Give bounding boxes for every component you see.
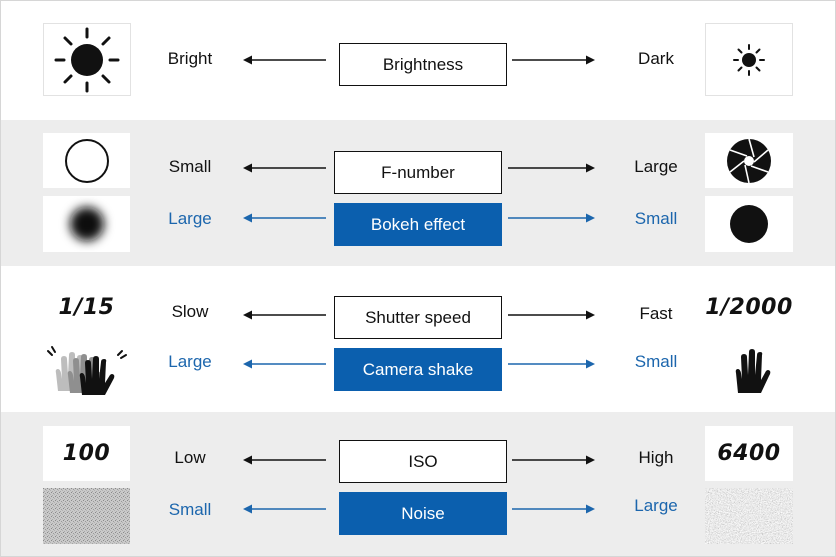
noise-box: Noise: [339, 492, 507, 535]
wide-aperture-tile: [43, 133, 130, 188]
bokeh-right-label: Small: [634, 209, 678, 228]
fnumber-arrows: [243, 163, 595, 173]
noise-right-label: Large: [634, 496, 678, 515]
small-sun-icon: [733, 43, 765, 76]
arrowhead-right-brightness: [586, 55, 595, 65]
shake-left-label: Large: [168, 352, 212, 371]
fnumber-left-label: Small: [168, 157, 212, 176]
noise-arrows: [243, 504, 595, 514]
sharp-dot-icon: [730, 205, 768, 243]
fnumber-box: F-number: [334, 151, 502, 194]
high-iso-value: 6400: [717, 441, 781, 466]
shaking-hand-icon: [46, 346, 127, 395]
shake-right-label: Small: [634, 352, 678, 371]
iso-right-label: High: [638, 448, 674, 467]
fine-grain-noise-icon: [43, 488, 130, 544]
iso-left-label: Low: [174, 448, 206, 467]
large-sun-icon: [54, 27, 120, 92]
coarse-grain-noise-icon: [705, 488, 793, 544]
coarse-noise-tile: [705, 488, 793, 544]
wide-aperture-icon: [64, 138, 109, 183]
bokeh-box: Bokeh effect: [334, 203, 502, 246]
small-sun-tile: [705, 23, 793, 96]
narrow-aperture-tile: [705, 133, 793, 188]
slow-shutter-tile: 1/15: [43, 280, 130, 335]
sharp-dot-tile: [705, 196, 793, 252]
brightness-arrows: [243, 55, 595, 65]
blurred-dot-tile: [43, 196, 130, 252]
large-sun-tile: [43, 23, 131, 96]
shake-box: Camera shake: [334, 348, 502, 391]
iso-box: ISO: [339, 440, 507, 483]
shaking-hand-tile: [43, 343, 130, 398]
high-iso-tile: 6400: [705, 426, 793, 481]
shutter-right-label: Fast: [639, 304, 673, 323]
blurred-dot-icon: [69, 207, 104, 241]
shutter-arrows: [243, 310, 595, 320]
bokeh-arrows: [243, 213, 595, 223]
fnumber-right-label: Large: [634, 157, 678, 176]
slow-shutter-value: 1/15: [58, 295, 115, 320]
iso-arrows: [243, 455, 595, 465]
fast-shutter-tile: 1/2000: [705, 280, 793, 335]
fine-noise-tile: [43, 488, 130, 544]
low-iso-value: 100: [62, 441, 111, 466]
shutter-box: Shutter speed: [334, 296, 502, 339]
arrowhead-left-brightness: [243, 55, 252, 65]
low-iso-tile: 100: [43, 426, 130, 481]
narrow-aperture-icon: [727, 138, 771, 183]
brightness-box: Brightness: [339, 43, 507, 86]
noise-left-label: Small: [168, 500, 212, 519]
steady-hand-tile: [705, 343, 793, 398]
steady-hand-icon: [735, 349, 771, 393]
shutter-left-label: Slow: [171, 302, 209, 321]
bokeh-left-label: Large: [168, 209, 212, 228]
brightness-left-label: Bright: [167, 49, 213, 68]
fast-shutter-value: 1/2000: [705, 295, 793, 320]
brightness-right-label: Dark: [638, 49, 674, 68]
shake-arrows: [243, 359, 595, 369]
